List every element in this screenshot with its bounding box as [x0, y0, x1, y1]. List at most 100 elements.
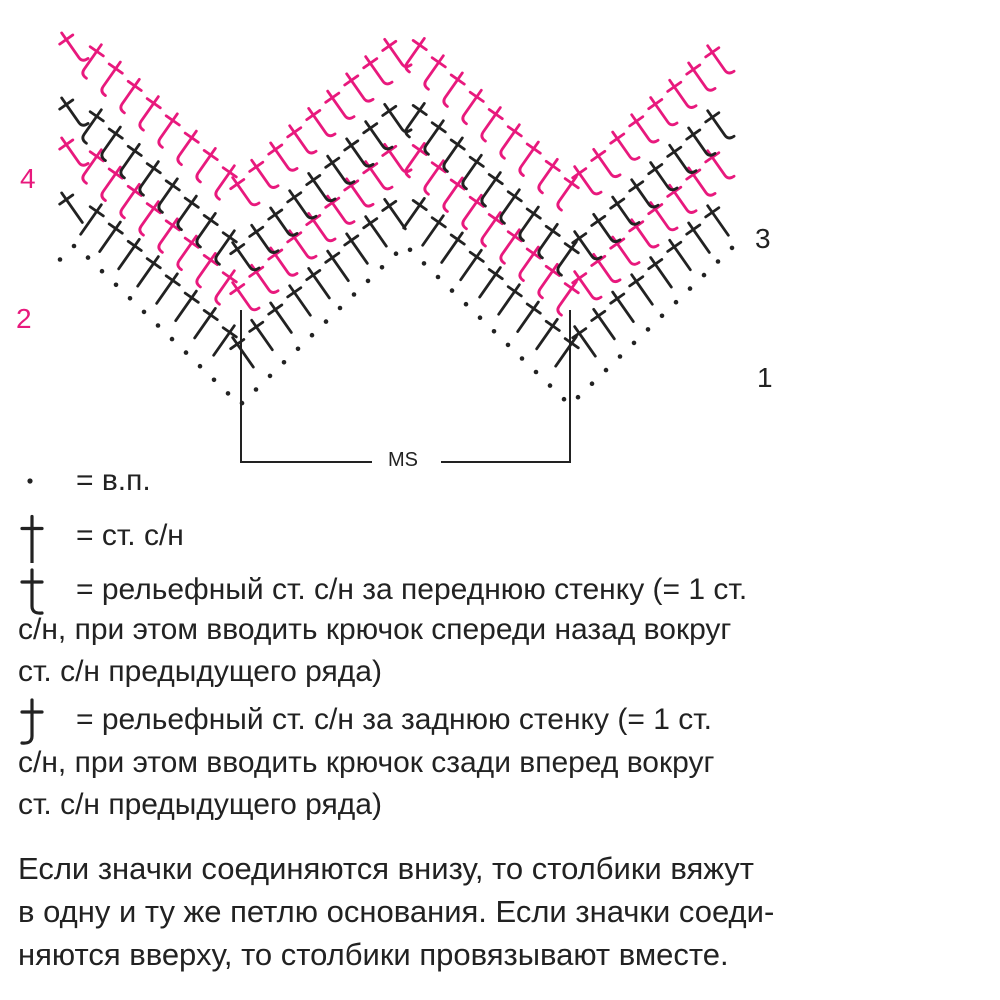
- post-stitch: [704, 44, 736, 75]
- post-stitch: [571, 270, 603, 301]
- row-label-1: 1: [757, 362, 773, 393]
- post-stitch: [666, 78, 698, 109]
- dc-stitch: [478, 266, 504, 299]
- post-stitch: [571, 230, 603, 261]
- post-stitch: [58, 136, 90, 167]
- chain-dot: [463, 301, 469, 307]
- post-stitch: [248, 158, 280, 189]
- chain-dot: [701, 272, 707, 278]
- chain-dot: [225, 391, 231, 396]
- post-stitch: [81, 43, 105, 80]
- post-stitch: [480, 171, 504, 208]
- post-stitch: [138, 200, 162, 237]
- post-stitch: [119, 182, 143, 220]
- chain-dot: [169, 336, 175, 342]
- chain-dot: [575, 394, 581, 400]
- post-stitch: [609, 235, 641, 266]
- chain-dot-icon: [27, 478, 33, 484]
- post-stitch: [100, 60, 124, 97]
- post-stitch: [685, 126, 717, 157]
- chain-dot: [393, 251, 399, 256]
- dc-stitch: [628, 273, 654, 306]
- post-stitch: [461, 88, 485, 126]
- post-stitch: [423, 119, 447, 156]
- post-stitch: [704, 109, 736, 140]
- post-stitch: [362, 55, 394, 86]
- post-stitch: [176, 129, 200, 167]
- post-stitch: [518, 140, 542, 177]
- chain-dot: [253, 387, 259, 392]
- post-stitch: [286, 229, 318, 260]
- chain-dot: [715, 259, 721, 264]
- legend-front-post-cont-1: с/н, при этом вводить крючок спереди наз…: [18, 613, 732, 646]
- post-stitch: [229, 241, 261, 272]
- post-stitch: [343, 137, 375, 168]
- post-stitch: [609, 195, 641, 226]
- chain-dot: [141, 309, 147, 315]
- post-stitch: [666, 143, 698, 174]
- legend-back-post-cont-2: ст. с/н предыдущего ряда): [18, 788, 382, 821]
- post-stitch: [480, 211, 504, 248]
- post-stitch: [404, 37, 428, 74]
- dc-stitch: [248, 318, 274, 352]
- chain-dot: [477, 315, 483, 321]
- post-stitch: [58, 96, 90, 127]
- post-stitch: [286, 124, 318, 155]
- chain-dot: [337, 305, 343, 311]
- post-stitch: [176, 194, 200, 232]
- front-post-dc-icon: [20, 568, 44, 615]
- legend-text-front-post: = рельефный ст. с/н за переднюю стенку (…: [76, 573, 748, 606]
- post-stitch: [404, 142, 428, 179]
- row-label-3: 3: [755, 223, 771, 254]
- post-stitch: [305, 107, 337, 138]
- chain-dot: [365, 278, 371, 284]
- chain-dot: [351, 292, 357, 297]
- post-stitch: [324, 89, 356, 120]
- dc-stitch: [343, 232, 369, 265]
- chain-dot: [379, 265, 385, 270]
- row-label-4: 4: [20, 163, 36, 194]
- chain-dot: [589, 381, 595, 387]
- dc-stitch: [571, 325, 597, 358]
- post-stitch: [100, 165, 124, 202]
- dc-stitch: [666, 238, 692, 272]
- dc-stitch: [286, 284, 312, 317]
- chain-dot: [57, 257, 63, 262]
- post-stitch: [138, 95, 162, 132]
- dc-stitch: [174, 289, 200, 323]
- dc-stitch: [229, 336, 255, 369]
- dc-stitch: [554, 335, 580, 368]
- post-stitch: [157, 177, 181, 214]
- chain-dot: [113, 282, 119, 288]
- post-stitch: [556, 240, 580, 277]
- dc-stitch: [117, 237, 143, 271]
- post-stitch: [647, 161, 679, 192]
- post-stitch: [480, 106, 504, 143]
- post-stitch: [518, 205, 542, 242]
- chain-dot: [645, 327, 651, 332]
- dc-stitch: [647, 256, 673, 289]
- dc-stitch: [324, 249, 350, 283]
- post-stitch: [704, 149, 736, 180]
- chain-dot: [155, 323, 161, 328]
- legend-front-post-cont-2: ст. с/н предыдущего ряда): [18, 655, 382, 688]
- post-stitch: [343, 177, 375, 208]
- chain-dot: [295, 346, 301, 352]
- chain-dot: [309, 332, 315, 338]
- dc-stitch: [79, 203, 105, 236]
- post-stitch: [229, 176, 261, 207]
- post-stitch: [556, 175, 580, 212]
- post-stitch: [138, 160, 162, 197]
- post-stitch: [267, 206, 299, 237]
- stitch-row-3: [58, 96, 736, 277]
- repeat-label: MS: [388, 449, 418, 471]
- post-stitch: [666, 183, 698, 214]
- dc-stitch: [155, 272, 181, 305]
- row-label-2: 2: [16, 303, 32, 334]
- dc-stitch: [362, 215, 388, 248]
- dc-stitch: [590, 307, 616, 341]
- chain-dot: [281, 360, 287, 365]
- post-stitch: [590, 212, 622, 244]
- post-stitch: [248, 263, 280, 294]
- post-stitch: [423, 159, 447, 196]
